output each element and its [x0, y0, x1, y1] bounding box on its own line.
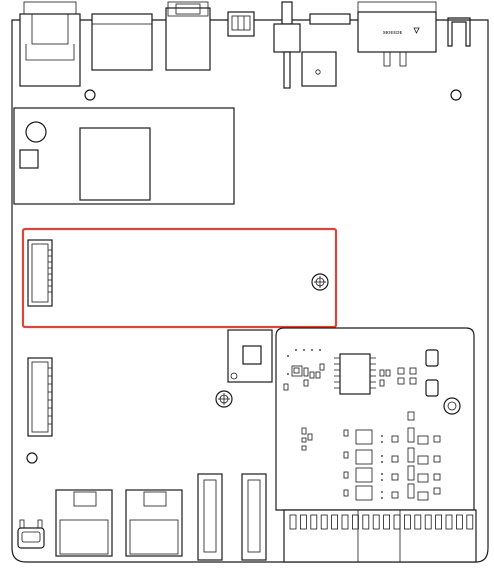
terminal-block-marking: ᴍᴏᴇᴇᴅᴇ [383, 28, 403, 36]
usb-port-bottom-2 [125, 489, 183, 557]
mounting-hole-top-left [84, 89, 96, 101]
header-pin [299, 514, 307, 530]
expansion-transistor-row-2 [343, 447, 441, 465]
header-pin [372, 514, 380, 530]
m2-screw-upper [311, 273, 329, 291]
compute-module [13, 107, 235, 205]
m2-slot-lower [27, 357, 53, 437]
header-pin [383, 514, 391, 530]
switch-top [227, 11, 255, 37]
header-pin [320, 514, 328, 530]
header-pin [403, 514, 411, 530]
small-module-mid [227, 329, 273, 383]
header-pin [341, 514, 349, 530]
hdmi-port-bottom-1 [197, 473, 223, 561]
header-pin [466, 514, 474, 530]
header-pin [445, 514, 453, 530]
dip-header-top [309, 13, 351, 25]
ethernet-port-top [19, 1, 81, 87]
expansion-board [275, 327, 475, 511]
header-pin [289, 514, 297, 530]
m2-screw-lower [215, 390, 233, 408]
header-pin [310, 514, 318, 530]
m2-slot-highlight [21, 227, 338, 329]
usb-c-port-bottom [17, 519, 45, 549]
expansion-mounting-hole [443, 397, 461, 415]
hdmi-port-bottom-2 [241, 473, 267, 561]
header-pin [331, 514, 339, 530]
header-pin [351, 514, 359, 530]
header-pin-slots [289, 514, 474, 530]
expansion-transistor-row-4 [343, 483, 441, 501]
usb-port-bottom-1 [55, 489, 113, 557]
expansion-transistor-row-3 [343, 465, 441, 483]
small-part-top [301, 51, 337, 87]
mounting-hole-bottom-left [26, 452, 38, 464]
bracket-top-right [447, 17, 471, 47]
expansion-pin-header [283, 509, 477, 563]
expansion-transistor-row-1 [343, 427, 441, 445]
m2-slot-upper [27, 239, 53, 307]
power-jack-top [165, 1, 211, 71]
header-pin [455, 514, 463, 530]
terminal-block-top: ᴍᴏᴇᴇᴅᴇ [357, 1, 437, 67]
header-pin [393, 514, 401, 530]
header-pin [435, 514, 443, 530]
header-pin [414, 514, 422, 530]
header-pin [362, 514, 370, 530]
antenna-connector [273, 1, 301, 89]
usb-port-top [91, 13, 153, 71]
header-pin [424, 514, 432, 530]
expansion-ic [334, 353, 376, 395]
mounting-hole-top-right [450, 89, 462, 101]
